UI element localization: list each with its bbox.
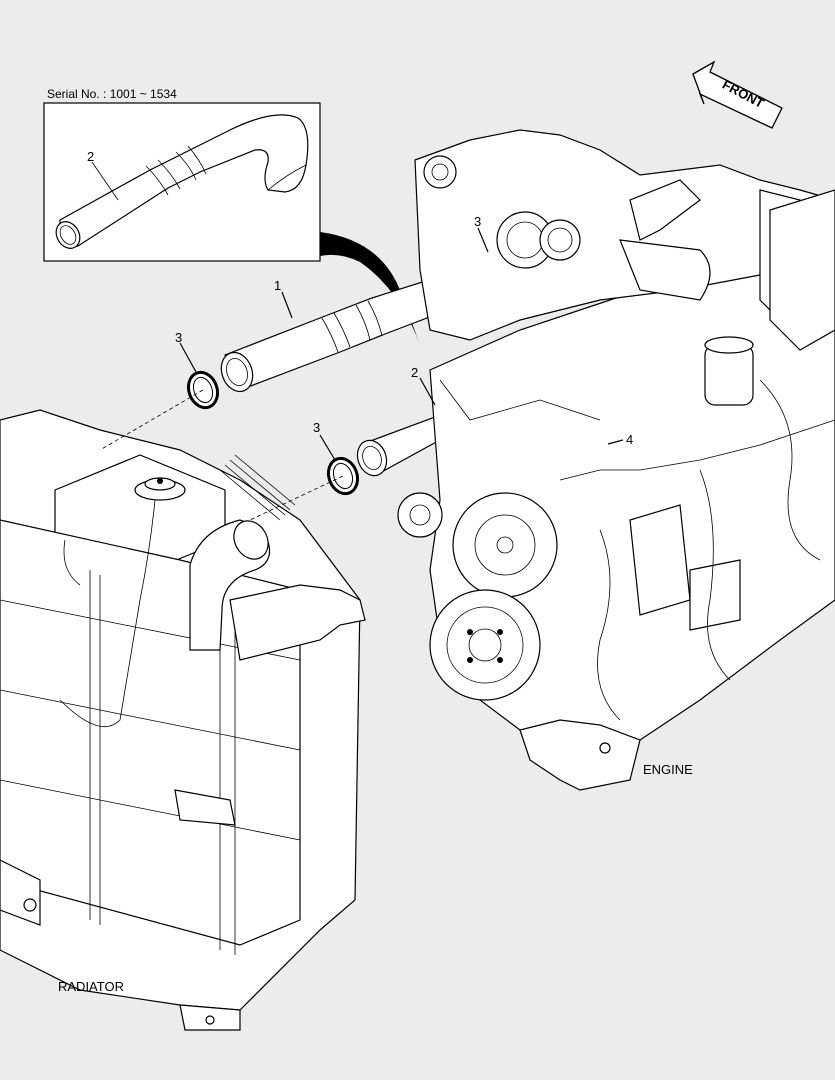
callout-clamp-3-engine: 3 <box>474 214 481 229</box>
inset-callout-2: 2 <box>87 149 94 164</box>
serial-number-label: Serial No. : 1001 ~ 1534 <box>47 87 177 101</box>
radiator-assembly <box>0 409 366 1031</box>
inset-pointer-wedge <box>320 232 420 345</box>
inset-leader <box>91 161 119 201</box>
callout-clamp-3-left: 3 <box>175 330 182 345</box>
leader-lines <box>99 227 624 521</box>
callout-hose-2: 2 <box>411 365 418 380</box>
engine-label: ENGINE <box>643 762 693 777</box>
engine-assembly <box>397 129 835 791</box>
callout-hose-1: 1 <box>274 278 281 293</box>
inset-hose-bulge <box>145 145 207 196</box>
inset-hose <box>59 114 309 248</box>
serial-inset <box>43 102 321 262</box>
radiator-label: RADIATOR <box>58 979 124 994</box>
callout-clamp-3-middle: 3 <box>313 420 320 435</box>
callout-clamp-4: 4 <box>626 432 633 447</box>
front-arrow-icon <box>692 60 783 129</box>
inset-hose-end <box>55 221 81 249</box>
